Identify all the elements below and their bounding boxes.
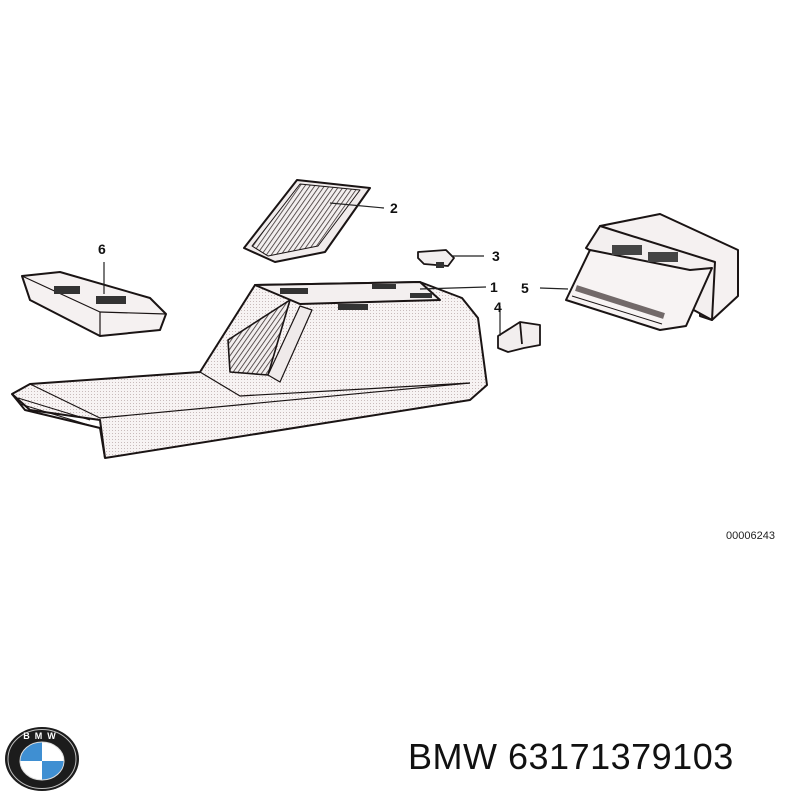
brand-name: BMW [408,736,498,777]
part-1-center-console [11,281,488,459]
callout-2: 2 [390,200,398,216]
callout-leaders [103,202,569,336]
bmw-logo-icon: BMW [5,727,79,791]
part-6-box [21,271,167,337]
callout-1: 1 [490,279,498,295]
callout-5: 5 [521,280,529,296]
callout-3: 3 [492,248,500,264]
bmw-logo-lettering: BMW [23,731,61,741]
part-4-bracket [497,321,541,353]
callout-6: 6 [98,241,106,257]
callout-4: 4 [494,299,502,315]
diagram-reference-code: 00006243 [726,530,775,542]
part-number: 63171379103 [508,736,734,777]
part-label: BMW 63171379103 [408,736,734,778]
part-3-clip [417,249,455,268]
part-5-tray [565,213,739,331]
part-2-trim-strip [243,179,371,263]
